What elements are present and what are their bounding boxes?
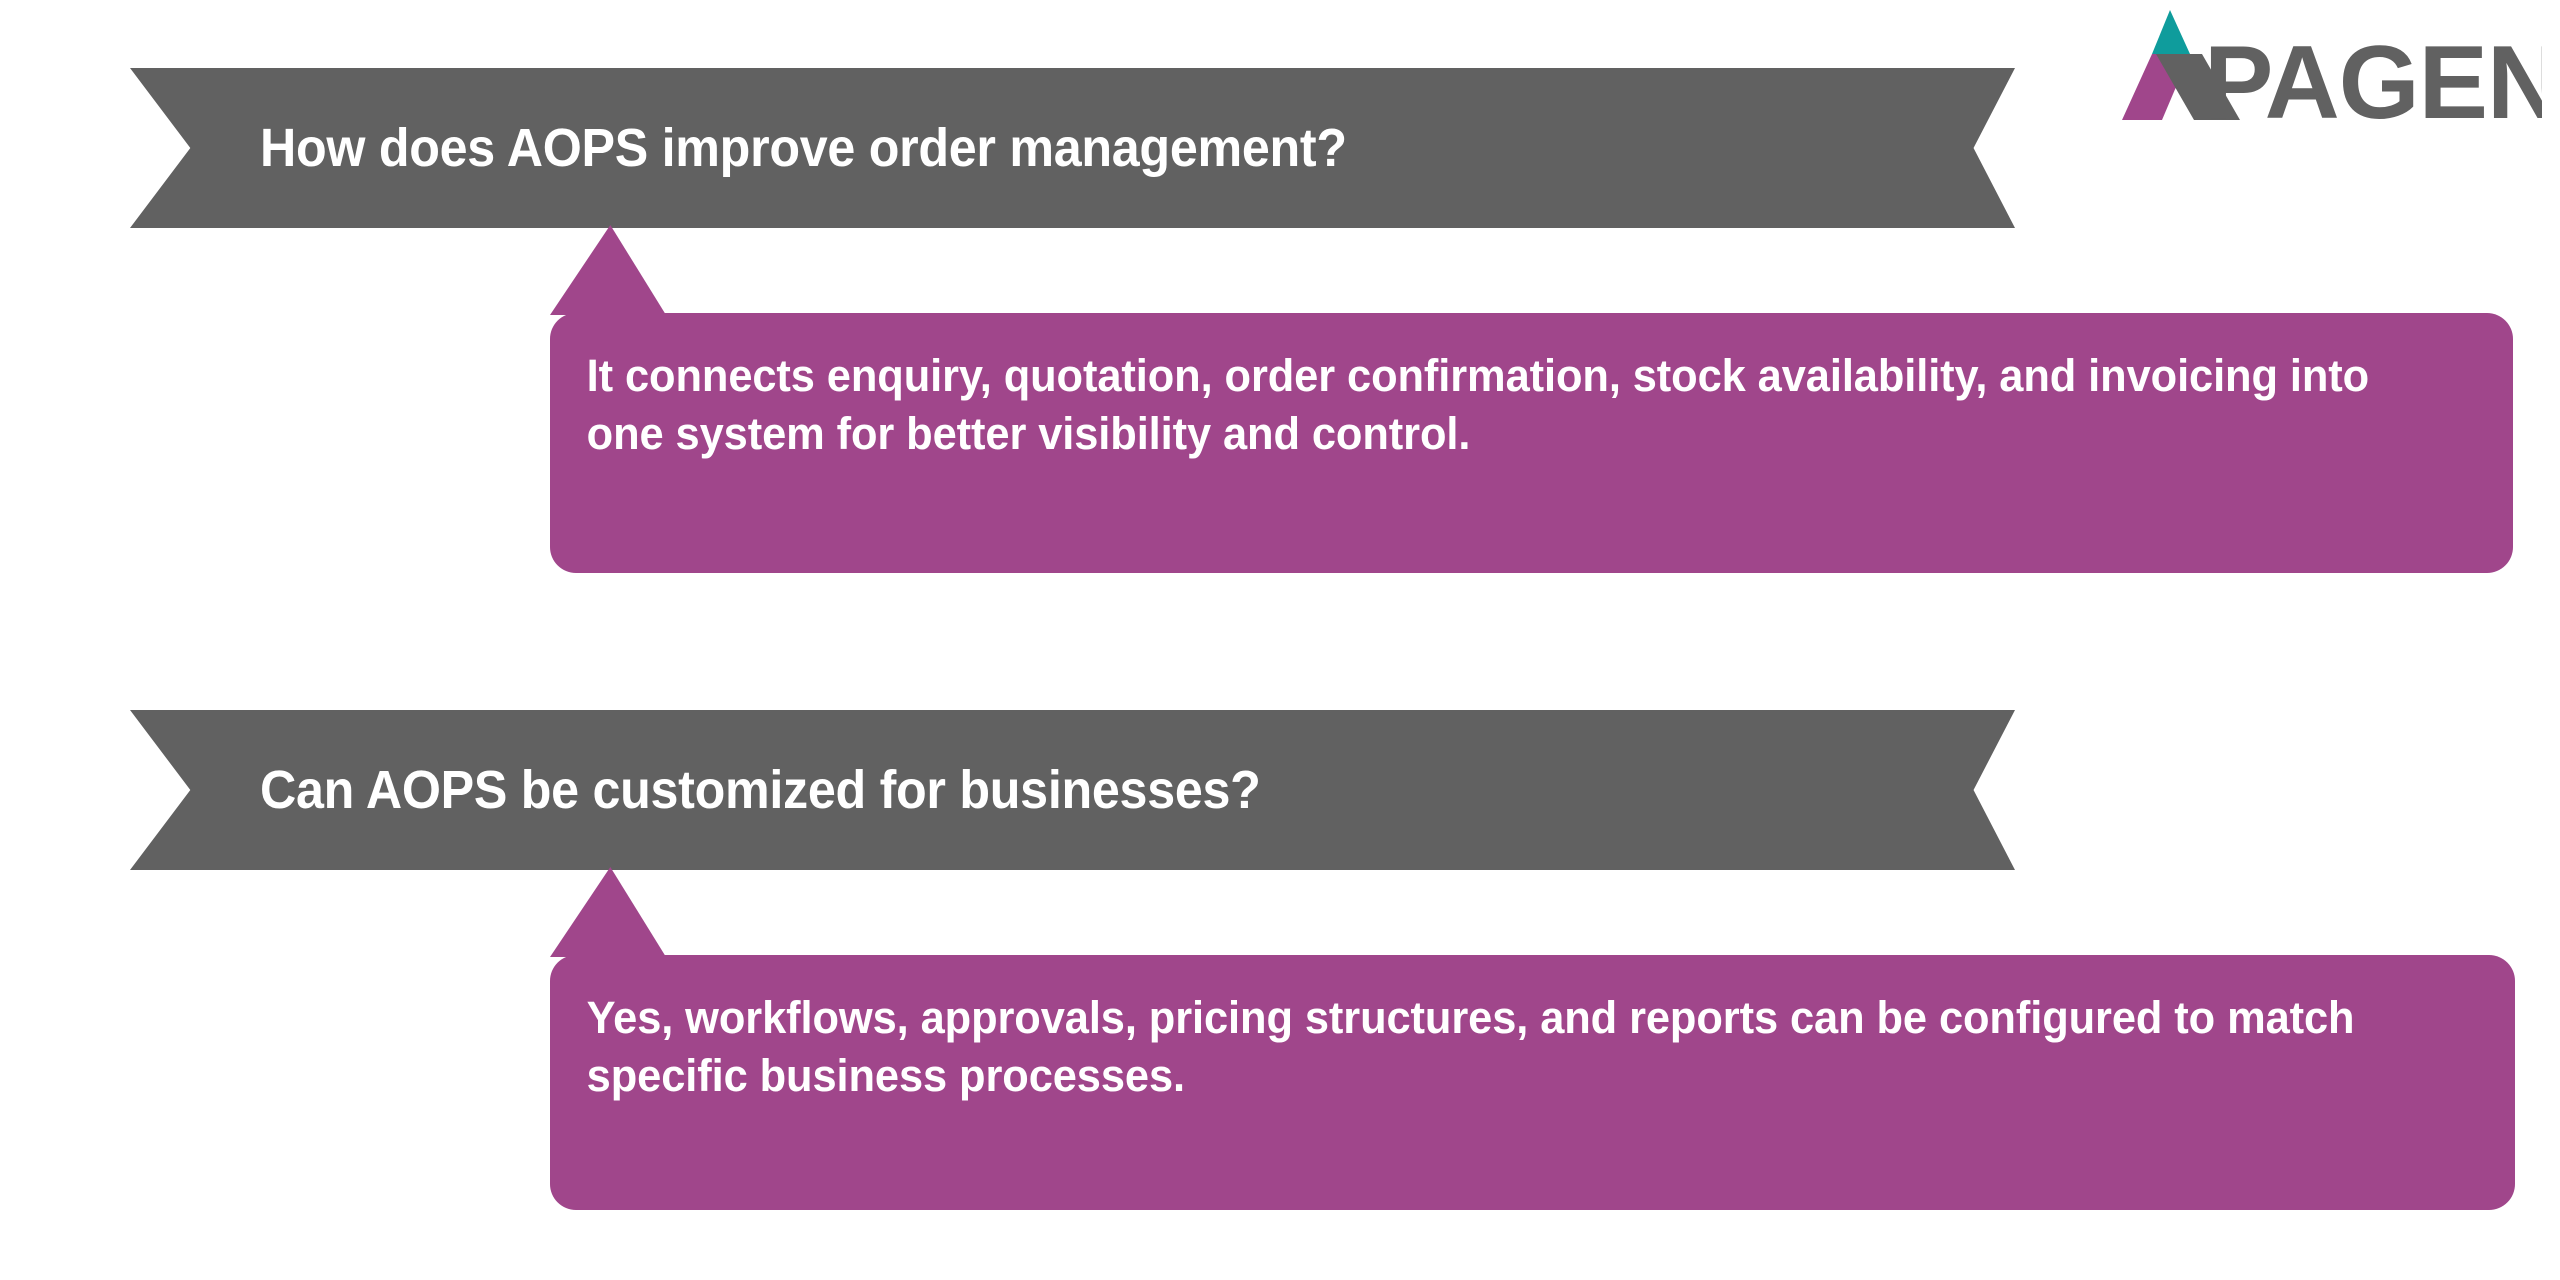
question-banner-2[interactable]: Can AOPS be customized for businesses?: [130, 710, 2015, 870]
logo-right-leg-gray-icon: [2156, 54, 2240, 120]
question-banner-1[interactable]: How does AOPS improve order management?: [130, 68, 2015, 228]
logo-apex-teal-icon: [2152, 10, 2190, 54]
question-text-2: Can AOPS be customized for businesses?: [260, 760, 1261, 820]
answer-tail-1: [550, 225, 666, 315]
logo-wordmark: PAGEN: [2204, 25, 2542, 124]
answer-bubble-1: It connects enquiry, quotation, order co…: [550, 225, 2513, 573]
question-text-1: How does AOPS improve order management?: [260, 118, 1347, 178]
apagen-logo: PAGEN: [2122, 6, 2542, 124]
answer-text-2: Yes, workflows, approvals, pricing struc…: [586, 992, 2355, 1101]
answer-text-1: It connects enquiry, quotation, order co…: [586, 350, 2370, 459]
answer-bubble-2: Yes, workflows, approvals, pricing struc…: [550, 867, 2515, 1210]
answer-tail-2: [550, 867, 666, 957]
